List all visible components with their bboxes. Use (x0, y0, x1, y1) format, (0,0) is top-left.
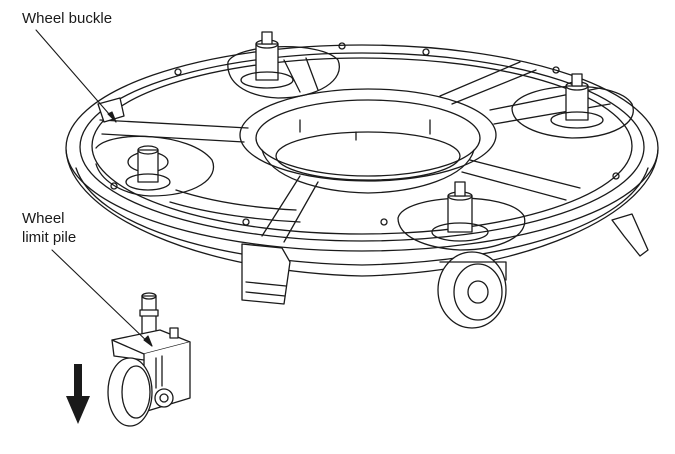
caster-stem-collar (139, 309, 159, 317)
under-wheel-outer (437, 251, 507, 329)
wheel-pocket-top (227, 31, 340, 99)
leader-wheel-buckle-tip (107, 111, 117, 123)
clip-left-buckle (97, 97, 125, 123)
caster-wheel-inner (121, 365, 151, 419)
wheel-buckle-label: Wheel buckle (22, 10, 113, 27)
rib-right-lower (493, 103, 611, 125)
rib-bottom-right (283, 181, 319, 243)
under-wheel-fork (439, 261, 507, 281)
pocket-top-post (255, 43, 279, 81)
caster-wheel-outer (107, 357, 153, 427)
tray-bolts (110, 42, 620, 226)
clip-front-detail-1 (245, 281, 287, 287)
rib-upper-right-1 (439, 61, 521, 97)
pocket-bottom-pin (454, 181, 466, 197)
bolt-6 (380, 218, 388, 226)
rib-bottom-left (261, 175, 301, 237)
rim-clips (97, 97, 649, 305)
center-ring-inner (255, 99, 481, 177)
rib-left-upper (99, 119, 249, 129)
center-ring (239, 88, 497, 194)
bolt-3 (422, 48, 430, 56)
bolt-8 (110, 182, 118, 190)
under-wheel-inner (453, 263, 503, 321)
rib-left-lower (101, 133, 245, 143)
clip-front (241, 243, 291, 305)
rib-lower-left (169, 201, 301, 223)
tray-inner-ledge (79, 52, 645, 242)
down-arrow-icon (66, 364, 90, 424)
wheel-limit-pile-label: Wheel limit pile (22, 209, 76, 247)
tray-side-wall (65, 149, 659, 277)
bolt-7 (242, 218, 250, 226)
rib-upper-right-2 (451, 69, 537, 105)
pocket-left-post (137, 149, 159, 183)
rib-lower-left-2 (175, 189, 297, 211)
tray-ribs (99, 57, 611, 243)
leader-wheel-limit-pile (51, 249, 153, 347)
detached-caster (107, 292, 191, 427)
pocket-right-post (565, 85, 589, 121)
pocket-right-pin (571, 73, 583, 87)
pocket-bottom-post (447, 195, 473, 233)
pocket-right-base (550, 111, 604, 129)
clip-right (611, 213, 649, 257)
pocket-top-base (240, 71, 294, 89)
tray-inner-ledge-2 (91, 57, 633, 235)
pocket-left-base (125, 173, 171, 191)
wheel-pocket-bottom (397, 181, 526, 251)
caster-stem-top (141, 292, 157, 300)
leader-lines (35, 29, 153, 347)
center-ring-well (261, 149, 475, 194)
rib-top-right (305, 57, 319, 91)
down-arrow-shaft (74, 364, 82, 400)
pocket-left-post-top (137, 145, 159, 155)
rib-lower-right-2 (461, 171, 567, 201)
down-arrow-head (66, 396, 90, 424)
under-tray-wheel (437, 251, 507, 329)
tray-side-wall-inner (75, 167, 649, 266)
clip-front-detail-2 (245, 291, 286, 297)
caster-axle (154, 388, 174, 408)
wheel-pocket-right (511, 73, 634, 139)
bolt-1 (174, 68, 182, 76)
under-wheel-hub (467, 280, 489, 304)
pocket-top-pin (261, 31, 273, 45)
caster-axle-bolt (159, 393, 169, 403)
wheel-limit-pile-label-line1: Wheel (22, 210, 65, 227)
caster-plate-tab (169, 327, 179, 339)
center-ring-floor (275, 131, 461, 181)
rib-top-left (283, 59, 301, 93)
pocket-right-outline (511, 85, 634, 139)
bolt-4 (552, 66, 560, 74)
bolt-5 (612, 172, 620, 180)
center-ring-outer (239, 88, 497, 182)
leader-wheel-buckle (35, 29, 117, 123)
wheel-limit-pile-label-line2: limit pile (22, 229, 77, 246)
rib-lower-right-1 (469, 159, 581, 189)
pocket-bottom-outline (397, 197, 526, 251)
leader-wheel-limit-pile-tip (143, 335, 153, 347)
pocket-bottom-base (431, 222, 489, 242)
bolt-2 (338, 42, 346, 50)
